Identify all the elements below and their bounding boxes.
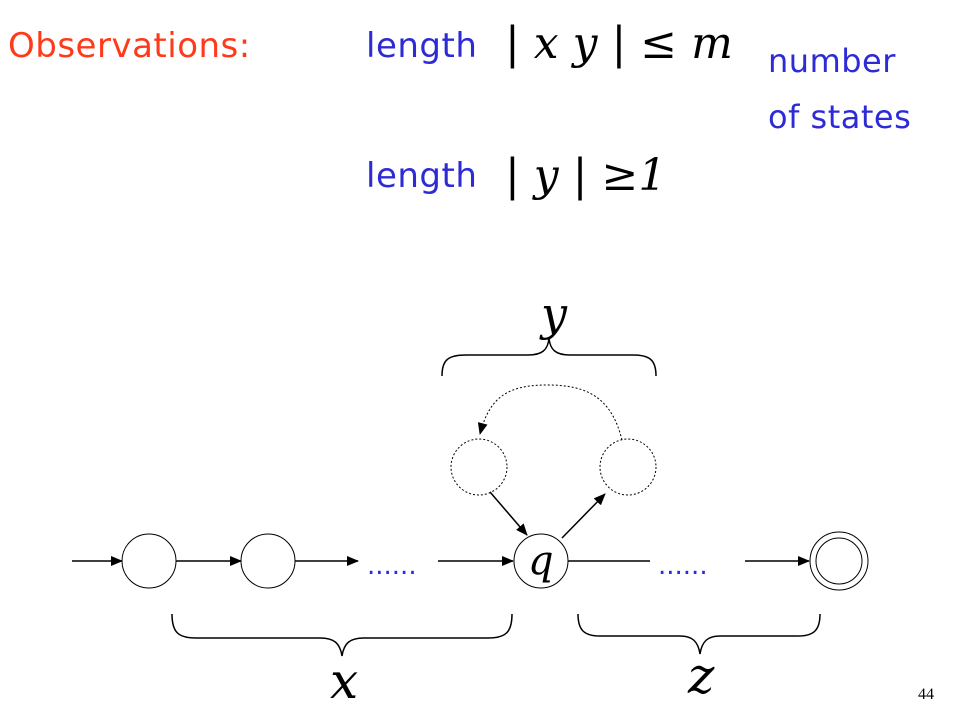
length-label-y: length [366, 156, 478, 196]
loop-state-right [599, 438, 657, 496]
state-1 [121, 533, 177, 589]
y-length-expression: | y | ≥1 [505, 150, 666, 201]
page-number: 44 [918, 686, 934, 703]
final-state-inner [815, 537, 863, 585]
arrow-loop-to-q [489, 491, 528, 536]
brace-top [441, 337, 657, 377]
note-line-number: number [768, 42, 896, 80]
brace-z [577, 613, 821, 655]
loop-state-left [450, 438, 508, 496]
dots-left: ...... [367, 551, 417, 581]
length-label-xy: length [366, 26, 478, 66]
xy-expression-text: | x y | ≤ m [505, 18, 733, 69]
brace-z-label: z [687, 647, 715, 705]
arrow-q-to-loop [561, 493, 606, 539]
final-state-outer [809, 531, 869, 591]
y-expression-text: | y | ≥1 [505, 150, 667, 201]
xy-length-expression: | x y | ≤ m [505, 18, 733, 69]
dots-right: ...... [658, 551, 708, 581]
brace-x [171, 613, 513, 657]
brace-x-label: x [330, 652, 358, 710]
state-2 [240, 533, 296, 589]
note-line-states: of states [768, 98, 912, 136]
loop-arc [477, 384, 623, 441]
brace-top-label: y [539, 287, 568, 341]
slide-title: Observations: [8, 26, 251, 66]
state-q-label: q [528, 538, 554, 584]
